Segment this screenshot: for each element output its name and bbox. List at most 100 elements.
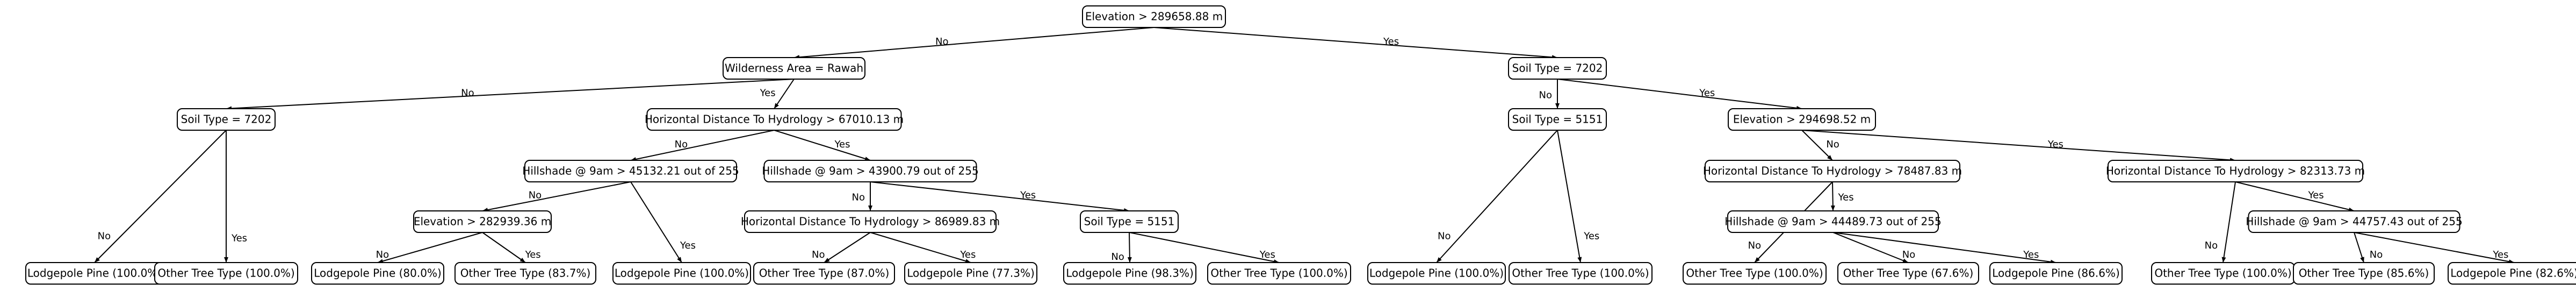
edge-n1-n2 [226, 79, 795, 111]
leaf-node-l17: Lodgepole Pine (82.6%) [2448, 262, 2576, 285]
leaf-label: Lodgepole Pine (98.3%) [1066, 267, 1194, 280]
edge-n13-l8 [1127, 232, 1132, 263]
decision-node-n13: Soil Type = 5151 [1080, 210, 1179, 233]
edge-n10-n15 [2235, 181, 2355, 212]
edge-label-yes: Yes [525, 249, 541, 260]
leaf-node-l10: Lodgepole Pine (100.0%) [1367, 262, 1506, 285]
decision-node-n4: Horizontal Distance To Hydrology > 67010… [645, 108, 904, 131]
split-condition-label: Horizontal Distance To Hydrology > 67010… [645, 113, 904, 126]
node-box [413, 210, 552, 233]
node-box [1367, 262, 1506, 285]
node-box [1837, 262, 1979, 285]
node-box [1508, 108, 1607, 131]
decision-node-n7: Hillshade @ 9am > 45132.21 out of 255 [522, 160, 739, 182]
decision-node-n12: Horizontal Distance To Hydrology > 86989… [741, 210, 1000, 233]
edge-label-no: No [1748, 240, 1761, 251]
edge-label-no: No [2205, 240, 2218, 251]
nodes-layer: Elevation > 289658.88 m Wilderness Area =… [25, 5, 2576, 285]
decision-node-n0: Elevation > 289658.88 m [1082, 5, 1226, 28]
decision-node-n11: Elevation > 282939.36 m [413, 210, 552, 233]
edge-label-no: No [1438, 231, 1451, 242]
leaf-node-l16: Other Tree Type (85.6%) [2293, 262, 2435, 285]
split-condition-label: Hillshade @ 9am > 45132.21 out of 255 [522, 165, 739, 178]
edge-label-yes: Yes [2047, 139, 2063, 150]
edge-n3-n6 [1557, 79, 1802, 110]
edge-label-no: No [1902, 249, 1915, 260]
decision-node-n1: Wilderness Area = Rawah [723, 57, 865, 80]
edge-n0-n1 [793, 27, 1154, 60]
node-box [1989, 262, 2123, 285]
leaf-node-l14: Lodgepole Pine (86.6%) [1989, 262, 2123, 285]
edge-n8-n13 [870, 181, 1130, 213]
node-box [177, 108, 276, 131]
edge-label-no: No [1111, 251, 1124, 263]
edge-label-no: No [98, 231, 111, 242]
decision-node-n5: Soil Type = 5151 [1508, 108, 1607, 131]
leaf-node-l1: Lodgepole Pine (100.0%) [25, 262, 164, 285]
edge-n5-l11 [1557, 130, 1582, 263]
edge-label-no: No [2370, 249, 2383, 260]
edge-n4-n7 [630, 130, 775, 161]
split-condition-label: Soil Type = 5151 [1084, 215, 1175, 228]
leaf-label: Lodgepole Pine (86.6%) [1992, 267, 2120, 280]
edge-n6-n9 [1801, 130, 1833, 161]
edge-n5-l10 [1436, 130, 1558, 263]
node-box [904, 262, 1037, 285]
edge-label-yes: Yes [959, 249, 976, 260]
edge-n12-l6 [824, 232, 871, 263]
edge-n9-n14 [1830, 181, 1835, 211]
edge-label-yes: Yes [1383, 36, 1399, 47]
edge-n11-l3 [377, 232, 483, 264]
leaf-label: Lodgepole Pine (80.0%) [314, 267, 442, 280]
edge-label-yes: Yes [760, 87, 776, 98]
node-box [612, 262, 751, 285]
edge-n6-n10 [1801, 130, 2236, 162]
node-box [2108, 160, 2363, 182]
decision-node-n9: Horizontal Distance To Hydrology > 78487… [1703, 160, 1962, 182]
decision-node-n8: Hillshade @ 9am > 43900.79 out of 255 [762, 160, 979, 182]
node-box [524, 160, 737, 182]
decision-node-n6: Elevation > 294698.52 m [1728, 108, 1876, 131]
decision-node-n14: Hillshade @ 9am > 44489.73 out of 255 [1724, 210, 1942, 233]
node-box [311, 262, 444, 285]
split-condition-label: Horizontal Distance To Hydrology > 82313… [2106, 165, 2365, 178]
edge-label-yes: Yes [680, 240, 696, 251]
leaf-label: Other Tree Type (100.0%) [2154, 267, 2291, 280]
edge-label-no: No [376, 249, 389, 260]
edge-label-no: No [852, 192, 865, 203]
node-box [1082, 5, 1226, 28]
edge-n2-l1 [94, 130, 227, 263]
split-condition-label: Soil Type = 7202 [181, 113, 272, 126]
node-box [1727, 210, 1939, 233]
leaf-label: Lodgepole Pine (100.0%) [27, 267, 162, 280]
node-box [753, 262, 895, 285]
decision-node-n15: Hillshade @ 9am > 44757.43 out of 255 [2246, 210, 2463, 233]
leaf-label: Other Tree Type (100.0%) [157, 267, 294, 280]
node-box [1080, 210, 1179, 233]
leaf-node-l11: Other Tree Type (100.0%) [1509, 262, 1653, 285]
edge-label-no: No [675, 139, 688, 150]
split-condition-label: Hillshade @ 9am > 44757.43 out of 255 [2246, 215, 2462, 228]
edge-label-yes: Yes [1020, 190, 1036, 201]
leaf-node-l7: Lodgepole Pine (77.3%) [904, 262, 1037, 285]
split-condition-label: Soil Type = 7202 [1512, 62, 1603, 75]
leaf-label: Lodgepole Pine (77.3%) [907, 267, 1035, 280]
leaf-label: Other Tree Type (100.0%) [1512, 267, 1649, 280]
leaf-node-l6: Other Tree Type (87.0%) [753, 262, 895, 285]
edge-n15-l16 [2354, 232, 2364, 263]
edge-n10-l15 [2221, 181, 2236, 263]
leaf-label: Lodgepole Pine (100.0%) [1369, 267, 1504, 280]
split-condition-label: Wilderness Area = Rawah [725, 62, 863, 75]
edge-n11-l4 [482, 232, 526, 263]
edge-label-no: No [529, 190, 542, 201]
edge-label-no: No [461, 87, 474, 98]
edge-n14-l13 [1832, 232, 1909, 263]
node-box [454, 262, 596, 285]
split-condition-label: Elevation > 294698.52 m [1733, 113, 1871, 126]
leaf-node-l12: Other Tree Type (100.0%) [1683, 262, 1827, 285]
node-box [723, 57, 865, 80]
node-box [2248, 210, 2460, 233]
edge-label-no: No [1539, 89, 1552, 101]
